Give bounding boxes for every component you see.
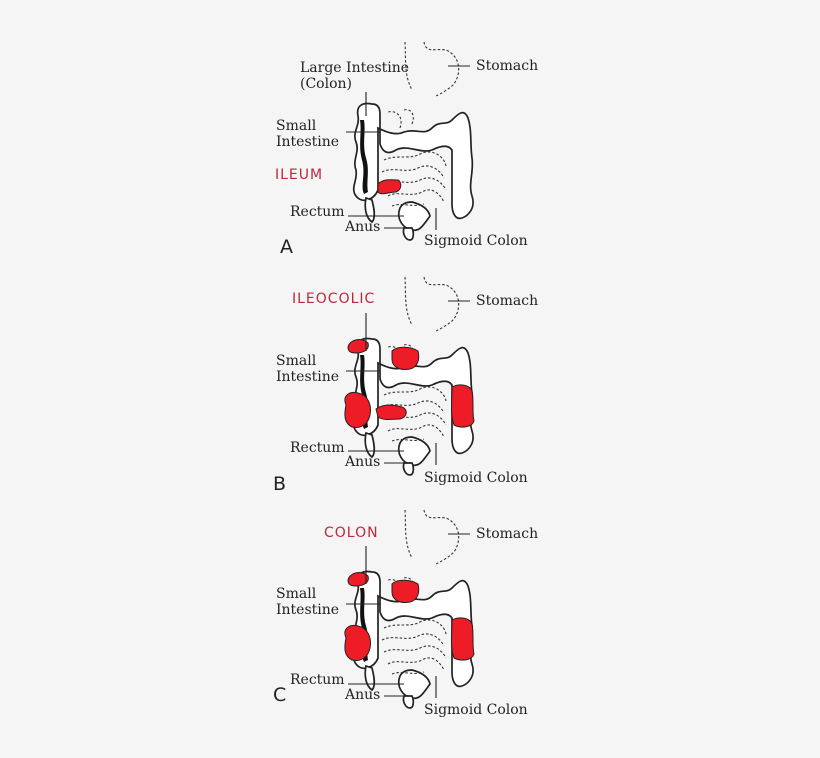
small-intestine-coils [381, 109, 447, 207]
sigmoid-colon-label: Sigmoid Colon [424, 470, 528, 486]
stomach-label: Stomach [476, 526, 539, 542]
large-intestine-label: Large Intestine (Colon) [300, 60, 410, 92]
ileum-highlight [375, 404, 407, 420]
panel-b: ILEOCOLIC Stomach Small Intestine Rectum… [0, 255, 820, 495]
small-intestine-label: Small Intestine [276, 118, 340, 150]
ascending-colon-top-highlight [347, 339, 369, 354]
small-intestine-label: Small Intestine [276, 353, 340, 385]
anus [402, 695, 415, 709]
transverse-colon-highlight [391, 579, 420, 603]
descending-colon-highlight [451, 617, 475, 661]
stomach-label: Stomach [476, 293, 539, 309]
rectum-label: Rectum [290, 204, 345, 220]
sigmoid-colon-label: Sigmoid Colon [424, 702, 528, 718]
panel-letter: C [273, 684, 287, 706]
small-intestine-coils [381, 344, 447, 442]
highlight-label: ILEOCOLIC [292, 291, 376, 307]
cecum-highlight [344, 392, 371, 428]
sigmoid-colon-label: Sigmoid Colon [424, 233, 528, 249]
intestine-drawing [344, 276, 475, 476]
anus-label: Anus [345, 219, 381, 235]
anus [402, 462, 415, 476]
panel-a: Large Intestine (Colon) Stomach Small In… [0, 20, 820, 260]
large-intestine [352, 102, 474, 220]
small-intestine-coils [381, 577, 447, 675]
highlight-label: COLON [324, 525, 379, 541]
rectum [397, 201, 431, 232]
rectum [397, 669, 431, 700]
panel-letter: A [280, 236, 293, 258]
rectum-label: Rectum [290, 440, 345, 456]
highlight-label: ILEUM [275, 167, 324, 183]
ascending-colon-top-highlight [347, 572, 369, 587]
intestine-drawing [346, 41, 474, 241]
stomach-outline [404, 509, 460, 565]
cecum-highlight [344, 625, 371, 661]
small-intestine-label: Small Intestine [276, 586, 340, 618]
panel-c: COLON Stomach Small Intestine Rectum Anu… [0, 488, 820, 728]
stomach-outline [404, 276, 460, 332]
panel-letter: B [273, 473, 287, 495]
anus-label: Anus [345, 687, 381, 703]
transverse-colon-highlight [391, 346, 420, 370]
descending-colon-highlight [451, 384, 475, 428]
intestine-drawing [344, 509, 475, 709]
anus-label: Anus [345, 454, 381, 470]
anus [402, 227, 415, 241]
ileum-highlight [377, 179, 402, 195]
rectum-label: Rectum [290, 672, 345, 688]
stomach-label: Stomach [476, 58, 539, 74]
rectum [397, 436, 431, 467]
stomach-outline [404, 41, 460, 97]
ileum-dark [360, 120, 368, 194]
